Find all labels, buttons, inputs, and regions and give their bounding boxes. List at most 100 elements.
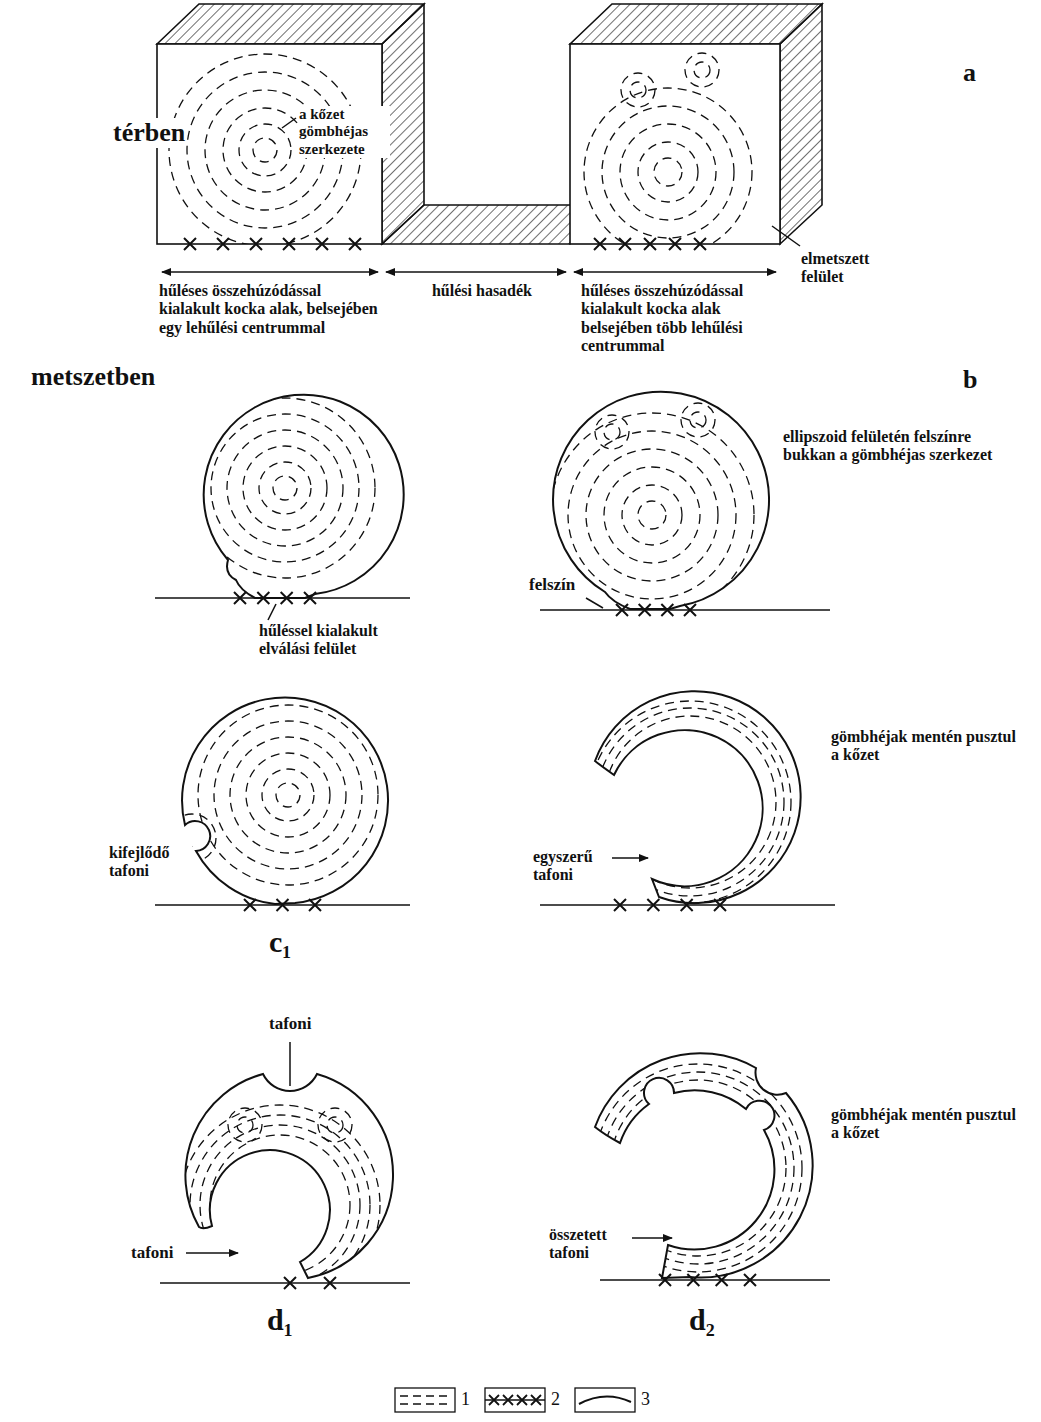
cross	[281, 592, 293, 604]
caption-text: hűléses összehúzódással kialakult kocka …	[158, 282, 382, 337]
cube-figure	[157, 4, 822, 244]
separation-crosses	[616, 604, 696, 616]
shell-line	[610, 1080, 786, 1256]
panel-letter: b	[962, 365, 978, 395]
shell-line	[638, 501, 666, 529]
callout: egyszerű tafoni	[532, 848, 612, 885]
legend-sample	[531, 1395, 541, 1405]
shell-line	[589, 701, 791, 903]
leader-line	[586, 598, 603, 608]
cross	[217, 238, 229, 250]
shell-line	[694, 62, 710, 78]
shell-line	[690, 412, 706, 428]
shell-line	[685, 53, 719, 87]
shell-line	[237, 1117, 253, 1133]
panel-letter: d₂	[688, 1303, 716, 1338]
cross	[316, 238, 328, 250]
shell-line	[211, 414, 359, 562]
shell-line	[200, 1125, 360, 1285]
cross	[349, 238, 361, 250]
cross	[716, 1274, 728, 1286]
ground-line	[600, 1279, 830, 1281]
panel-letter: d₁	[266, 1303, 294, 1338]
cross	[669, 238, 681, 250]
caption-text: hűléses összehúzódással kialakult kocka …	[580, 282, 792, 356]
legend-text: 1	[461, 1389, 470, 1410]
caption-text: hűlési hasadék	[392, 282, 572, 300]
leader-line	[282, 118, 296, 128]
shell-line	[630, 82, 646, 98]
cross	[647, 899, 659, 911]
shell-line	[681, 403, 715, 437]
separation-crosses	[614, 899, 726, 911]
separation-crosses	[659, 1274, 756, 1286]
callout: kifejlődő tafoni	[108, 844, 192, 881]
cross	[684, 604, 696, 616]
leader-line	[268, 604, 276, 620]
separation-crosses	[234, 592, 316, 604]
leader-line	[289, 1042, 291, 1086]
cross	[244, 899, 256, 911]
cross	[694, 238, 706, 250]
shell-line	[239, 124, 291, 176]
shell-line	[214, 721, 362, 869]
cross	[614, 899, 626, 911]
cross	[681, 899, 693, 911]
separation-crosses	[284, 1277, 336, 1289]
cross	[616, 604, 628, 616]
shell-line	[604, 716, 776, 888]
shell-line	[604, 467, 700, 563]
shell-line	[604, 424, 620, 440]
pointer-arrow	[186, 1252, 238, 1254]
cross	[714, 899, 726, 911]
cross	[184, 238, 196, 250]
cross	[234, 592, 246, 604]
shell-line	[621, 73, 655, 107]
cross	[309, 899, 321, 911]
shell-line	[253, 138, 277, 162]
shell-line	[568, 431, 736, 599]
legend-swatch	[485, 1388, 545, 1412]
shell-structure	[550, 403, 754, 617]
cross	[639, 604, 651, 616]
callout: a kőzet gömbhéjas szerkezete	[298, 106, 390, 158]
shell-line	[276, 783, 300, 807]
rock-outline	[185, 1074, 393, 1278]
shell-line	[273, 476, 297, 500]
cross	[304, 592, 316, 604]
ground-line	[540, 609, 830, 611]
hatched-face	[570, 4, 822, 44]
legend-text: 2	[551, 1389, 560, 1410]
shell-line	[595, 415, 629, 449]
shell-line	[584, 88, 752, 256]
callout: gömbhéjak mentén pusztul a kőzet	[830, 1106, 1017, 1143]
legend	[395, 1388, 635, 1412]
ground-line	[155, 597, 410, 599]
cross	[619, 238, 631, 250]
cross	[644, 238, 656, 250]
shell-line	[638, 142, 698, 202]
shell-line	[327, 1117, 343, 1133]
dimension-arrow	[574, 271, 776, 273]
callout: tafoni	[130, 1243, 175, 1263]
rock-outline	[204, 395, 404, 598]
panel-letter: a	[962, 58, 977, 88]
shell-line	[620, 124, 716, 220]
shell-line	[550, 413, 754, 617]
shell-line	[190, 1115, 370, 1295]
callout: ellipszoid felületén felszínre bukkan a …	[782, 428, 1009, 465]
callout: összetett tafoni	[548, 1226, 632, 1263]
cross	[687, 1274, 699, 1286]
legend-sample	[489, 1395, 499, 1405]
hatched-face	[780, 4, 822, 244]
cross	[659, 1274, 671, 1286]
pointer-arrow	[612, 857, 648, 859]
callout: felszín	[528, 575, 576, 595]
cross	[744, 1274, 756, 1286]
shell-line	[259, 462, 311, 514]
shell-line	[262, 769, 314, 821]
shell-line	[586, 449, 718, 581]
shell-structure	[589, 701, 791, 903]
leader-line	[772, 226, 800, 246]
